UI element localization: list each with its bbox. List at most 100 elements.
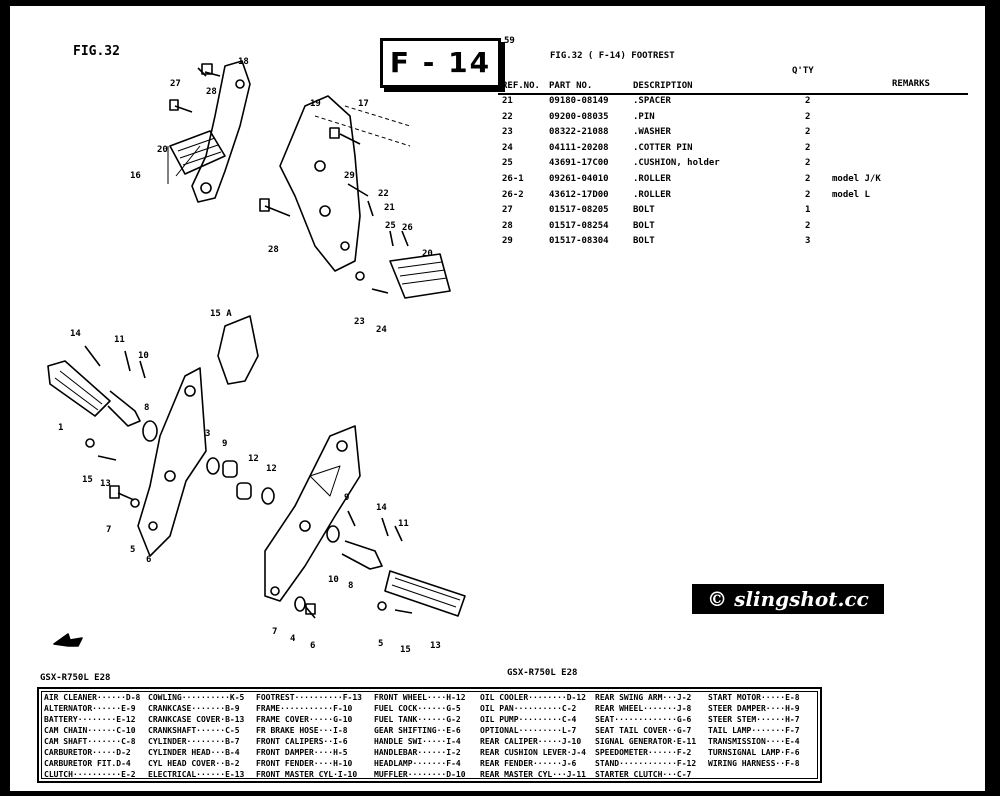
index-entry[interactable]: CYLINDER········B-7 — [148, 737, 240, 746]
model-label-right: GSX-R750L E28 — [507, 668, 578, 678]
cell-ref: 25 — [502, 158, 513, 169]
index-entry[interactable]: REAR WHEEL·······J-8 — [595, 704, 692, 713]
cell-desc: .COTTER PIN — [633, 142, 693, 153]
footrest-bracket-left-lower — [137, 367, 207, 557]
cell-qty: 2 — [805, 220, 811, 231]
callout-number: 20 — [157, 145, 168, 155]
cell-qty: 2 — [805, 96, 811, 106]
index-entry[interactable]: SIGNAL GENERATOR·E-11 — [595, 737, 697, 746]
index-entry[interactable]: CAM SHAFT·······C-8 — [44, 737, 136, 746]
index-entry[interactable]: FRONT WHEEL····H-12 — [374, 693, 466, 702]
index-entry[interactable]: REAR MASTER CYL···J-11 — [480, 770, 586, 779]
index-entry[interactable]: REAR FENDER······J-6 — [480, 759, 577, 768]
cell-desc: BOLT — [633, 205, 655, 216]
page-code: F - 14 — [389, 46, 492, 79]
cell-part: 09261-04010 — [549, 174, 609, 184]
index-entry[interactable]: FRAME···········F-10 — [256, 704, 353, 713]
index-entry[interactable]: CRANKCASE·······B-9 — [148, 704, 240, 713]
index-entry[interactable]: SEAT TAIL COVER··G-7 — [595, 726, 692, 735]
index-entry[interactable]: WIRING HARNESS··F-8 — [708, 759, 800, 768]
cell-part: 01517-08254 — [549, 220, 609, 231]
index-entry[interactable]: ELECTRICAL······E-13 — [148, 770, 245, 779]
index-entry[interactable]: STAND············F-12 — [595, 759, 697, 768]
cell-ref: 29 — [502, 236, 513, 247]
index-entry[interactable]: OIL PUMP·········C-4 — [480, 715, 577, 724]
header-rule — [498, 93, 968, 95]
index-entry[interactable]: OIL COOLER········D-12 — [480, 693, 586, 702]
callout-number: 28 — [206, 87, 217, 97]
callout-number: 10 — [138, 351, 149, 361]
cell-qty: 3 — [805, 236, 811, 247]
index-entry[interactable]: COWLING··········K-5 — [148, 693, 245, 702]
index-entry[interactable]: GEAR SHIFTING··E-6 — [374, 726, 461, 735]
index-entry[interactable]: FUEL TANK······G-2 — [374, 715, 461, 724]
index-entry[interactable]: BATTERY········E-12 — [44, 715, 136, 724]
index-entry[interactable]: SEAT·············G-6 — [595, 715, 692, 724]
index-entry[interactable]: START MOTOR·····E-8 — [708, 693, 800, 702]
index-entry[interactable]: FOOTREST··········F-13 — [256, 693, 362, 702]
page-code-box: F - 14 — [380, 38, 501, 88]
index-entry[interactable]: FRAME COVER·····G-10 — [256, 715, 353, 724]
index-entry[interactable]: CRANKCASE COVER·B-13 — [148, 715, 245, 724]
cell-qty: 2 — [805, 142, 811, 153]
index-entry[interactable]: FRONT CALIPERS··I-6 — [256, 737, 348, 746]
index-entry[interactable]: CARBURETOR FIT.D-4 — [44, 759, 131, 768]
index-entry[interactable]: HANDLEBAR······I-2 — [374, 748, 461, 757]
cell-part: 08322-21088 — [549, 127, 609, 138]
index-entry[interactable]: FRONT DAMPER····H-5 — [256, 748, 348, 757]
index-entry[interactable]: OPTIONAL·········L-7 — [480, 726, 577, 735]
index-entry[interactable]: TURNSIGNAL LAMP·F-6 — [708, 748, 800, 757]
index-entry[interactable]: CLUTCH··········E-2 — [44, 770, 136, 779]
cell-part: 09200-08035 — [549, 111, 609, 122]
index-entry[interactable]: SPEEDOMETER······F-2 — [595, 748, 692, 757]
callout-number: 20 — [422, 249, 433, 259]
index-entry[interactable]: STEER STEM······H-7 — [708, 715, 800, 724]
index-entry[interactable]: CYL HEAD COVER··B-2 — [148, 759, 240, 768]
index-entry[interactable]: OIL PAN··········C-2 — [480, 704, 577, 713]
callout-number: 9 — [222, 439, 227, 449]
index-entry[interactable]: FUEL COCK······G-5 — [374, 704, 461, 713]
callout-number: 26 — [402, 223, 413, 233]
index-entry[interactable]: HANDLE SWI·····I-4 — [374, 737, 461, 746]
index-entry[interactable]: FRONT MASTER CYL·I-10 — [256, 770, 358, 779]
callout-number: 1 — [58, 423, 63, 433]
index-entry[interactable]: ALTERNATOR······E-9 — [44, 704, 136, 713]
page-number: 59 — [504, 36, 515, 46]
cell-part: 09180-08149 — [549, 96, 609, 106]
callout-number: 13 — [430, 641, 441, 651]
index-entry[interactable]: AIR CLEANER······D-8 — [44, 693, 141, 702]
index-entry[interactable]: CAM CHAIN······C-10 — [44, 726, 136, 735]
index-entry[interactable]: CYLINDER HEAD···B-4 — [148, 748, 240, 757]
index-entry[interactable]: FRONT FENDER····H-10 — [256, 759, 353, 768]
index-entry[interactable]: FR BRAKE HOSE···I-8 — [256, 726, 348, 735]
cell-ref: 23 — [502, 127, 513, 138]
cell-ref: 27 — [502, 205, 513, 216]
index-entry[interactable]: CRANKSHAFT······C-5 — [148, 726, 240, 735]
callout-number: 25 — [385, 221, 396, 231]
index-entry[interactable] — [708, 769, 800, 780]
index-entry[interactable]: TRANSMISSION····E-4 — [708, 737, 800, 746]
index-entry[interactable]: HEADLAMP·······F-4 — [374, 759, 461, 768]
index-entry[interactable]: MUFFLER········D-10 — [374, 770, 466, 779]
index-entry[interactable]: REAR CUSHION LEVER·J-4 — [480, 748, 586, 757]
index-entry[interactable]: CARBURETOR·····D-2 — [44, 748, 131, 757]
cell-desc: BOLT — [633, 236, 655, 247]
callout-number: 8 — [144, 403, 149, 413]
index-entry[interactable]: STARTER CLUTCH···C-7 — [595, 770, 692, 779]
cell-desc: BOLT — [633, 220, 655, 231]
index-entry[interactable]: STEER DAMPER····H-9 — [708, 704, 800, 713]
callout-number: 2 — [10, 6, 15, 9]
index-entry[interactable]: REAR SWING ARM···J-2 — [595, 693, 692, 702]
index-entry[interactable]: TAIL LAMP·······F-7 — [708, 726, 800, 735]
cell-desc: .ROLLER — [633, 189, 671, 200]
index-entry[interactable]: REAR CALIPER·····J-10 — [480, 737, 582, 746]
callout-number: 10 — [328, 575, 339, 585]
callout-number: 5 — [378, 639, 383, 649]
